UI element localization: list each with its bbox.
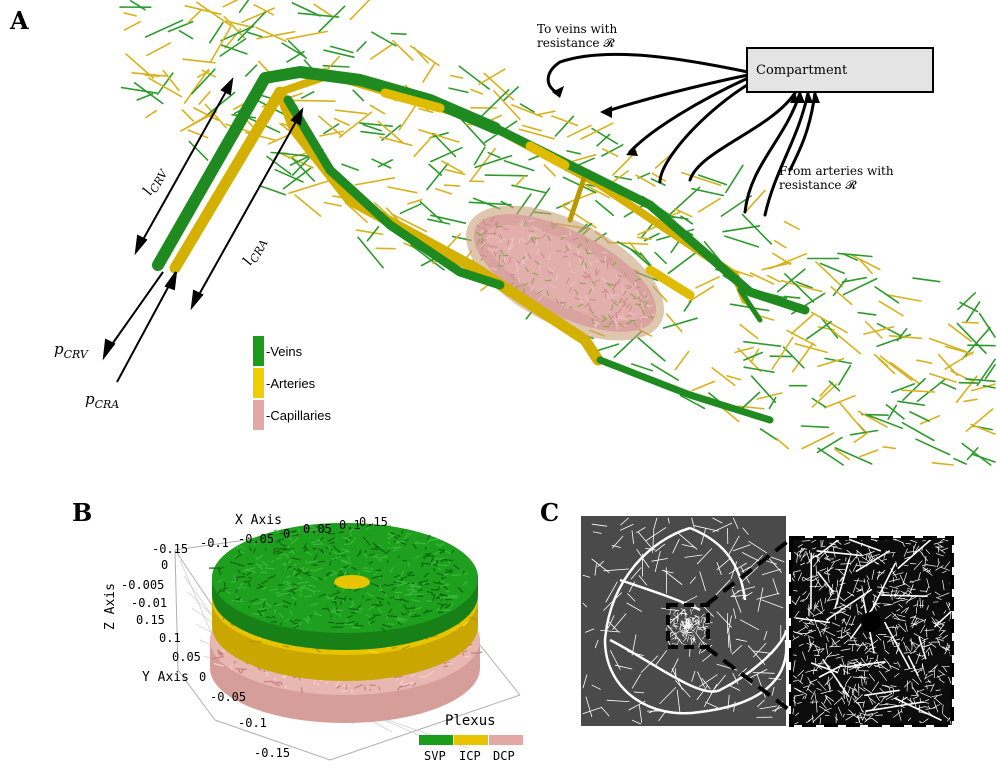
x-tick: 0.15 [359,515,388,529]
z-tick: -0.01 [131,596,168,610]
z-tick: -0.005 [121,578,165,592]
dcp-swatch [489,735,523,745]
z-axis-title: Z Axis [103,583,118,630]
panel-a-letter: A [10,6,29,35]
legend-arteries-label: -Arteries [266,375,316,391]
icp-swatch [454,735,488,745]
legend-capillaries-label: -Capillaries [266,407,332,423]
legend-capillaries: -Capillaries [253,400,331,430]
x-tick: 0.05 [303,522,332,536]
y-tick: -0.05 [210,690,247,704]
legend-veins-label: -Veins [266,343,303,359]
z-tick: 0 [161,558,169,572]
x-tick: 0 [283,527,291,541]
vessel-legend: -Veins -Arteries -Capillaries [253,336,373,436]
y-tick: -0.1 [238,716,267,730]
arteries-swatch [253,368,264,398]
svp-label: SVP [424,749,446,763]
y-tick: 0.15 [136,613,165,627]
y-axis-title: Y Axis [142,670,189,685]
legend-veins: -Veins [253,336,302,366]
icp-label: ICP [459,749,481,763]
y-tick: 0.1 [159,631,181,645]
y-tick: -0.15 [254,746,291,760]
icp-layer [212,545,478,681]
veins-swatch [253,336,264,366]
svp-swatch [419,735,453,745]
x-tick: -0.15 [152,542,189,556]
panel-c-letter: C [540,498,560,527]
x-axis-title: X Axis [235,513,282,528]
arteries-resistance-annotation: From arteries with resistance 𝓡 [779,164,894,192]
fovea-zoom [791,538,952,725]
pressure-arteries-label: pCRA [85,390,120,411]
x-tick: 0.1 [339,518,361,532]
dcp-layer [210,585,483,723]
legend-arteries: -Arteries [253,368,315,398]
length-arrows [102,77,304,383]
compartment-box: Compartment [746,47,934,93]
x-tick: -0.1 [200,536,229,550]
pressure-veins-label: pCRV [54,340,88,361]
arrowheads [552,86,820,156]
veins-resistance-annotation: To veins with resistance 𝓡 [537,22,618,50]
compartment-label: Compartment [756,62,848,78]
pressure-arteries-subscript: CRA [94,398,120,411]
capillary-bundle [465,205,665,341]
compartment-curves [546,52,817,217]
dcp-label: DCP [493,749,515,763]
y-tick: 0.05 [172,650,201,664]
plexus-legend-title: Plexus [445,713,496,729]
x-tick: -0.05 [238,532,275,546]
fundus-overview [581,516,786,726]
zoom-box [666,603,710,649]
panel-a-network [102,0,996,466]
capillaries-swatch [253,400,264,430]
y-tick: 0 [199,670,207,684]
pressure-veins-subscript: CRV [63,348,88,361]
panel-b-letter: B [72,498,93,527]
